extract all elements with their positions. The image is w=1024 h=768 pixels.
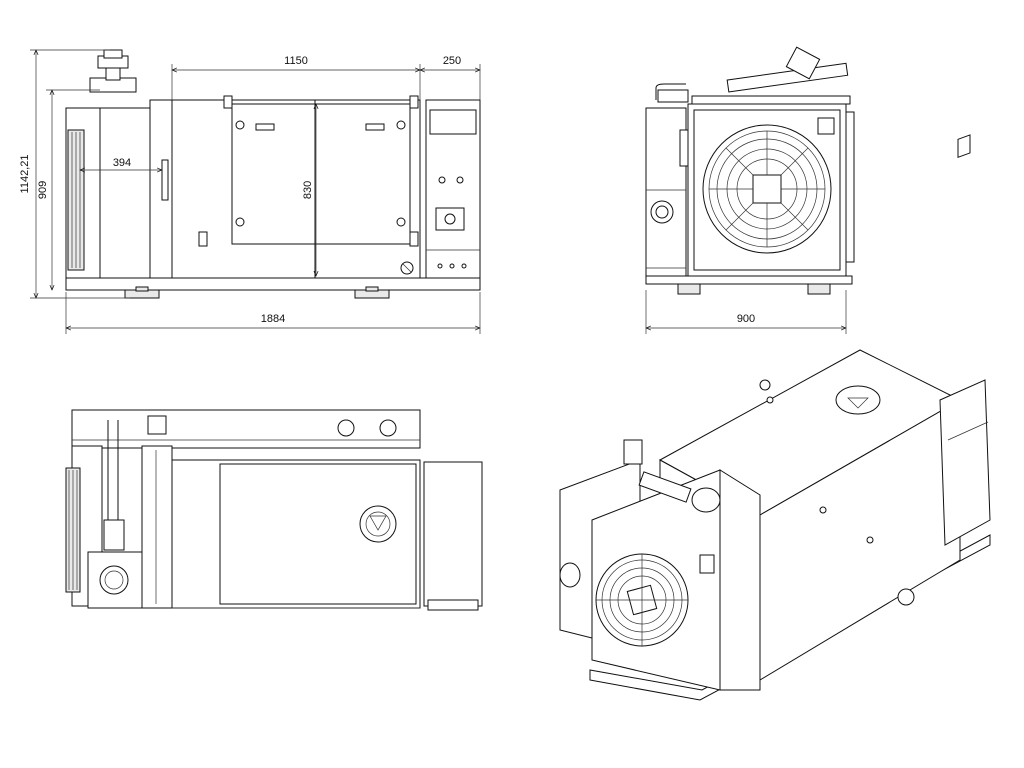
dim-overall-height: 1142,21 <box>19 155 31 194</box>
dim-body-length: 1150 <box>284 55 308 67</box>
dim-fan-offset: 394 <box>113 157 131 169</box>
isometric-view <box>559 134 991 701</box>
front-elevation-view: 1150 250 1884 1142,21 909 830 394 <box>19 50 480 334</box>
dim-overall-length: 1884 <box>261 313 285 325</box>
dim-inner-height: 830 <box>302 181 314 199</box>
plan-view <box>65 409 483 611</box>
dim-right-section-length: 250 <box>443 55 461 67</box>
dim-overall-width: 900 <box>737 313 755 325</box>
end-elevation-view: 900 <box>646 46 855 334</box>
dim-body-height: 909 <box>37 181 49 199</box>
